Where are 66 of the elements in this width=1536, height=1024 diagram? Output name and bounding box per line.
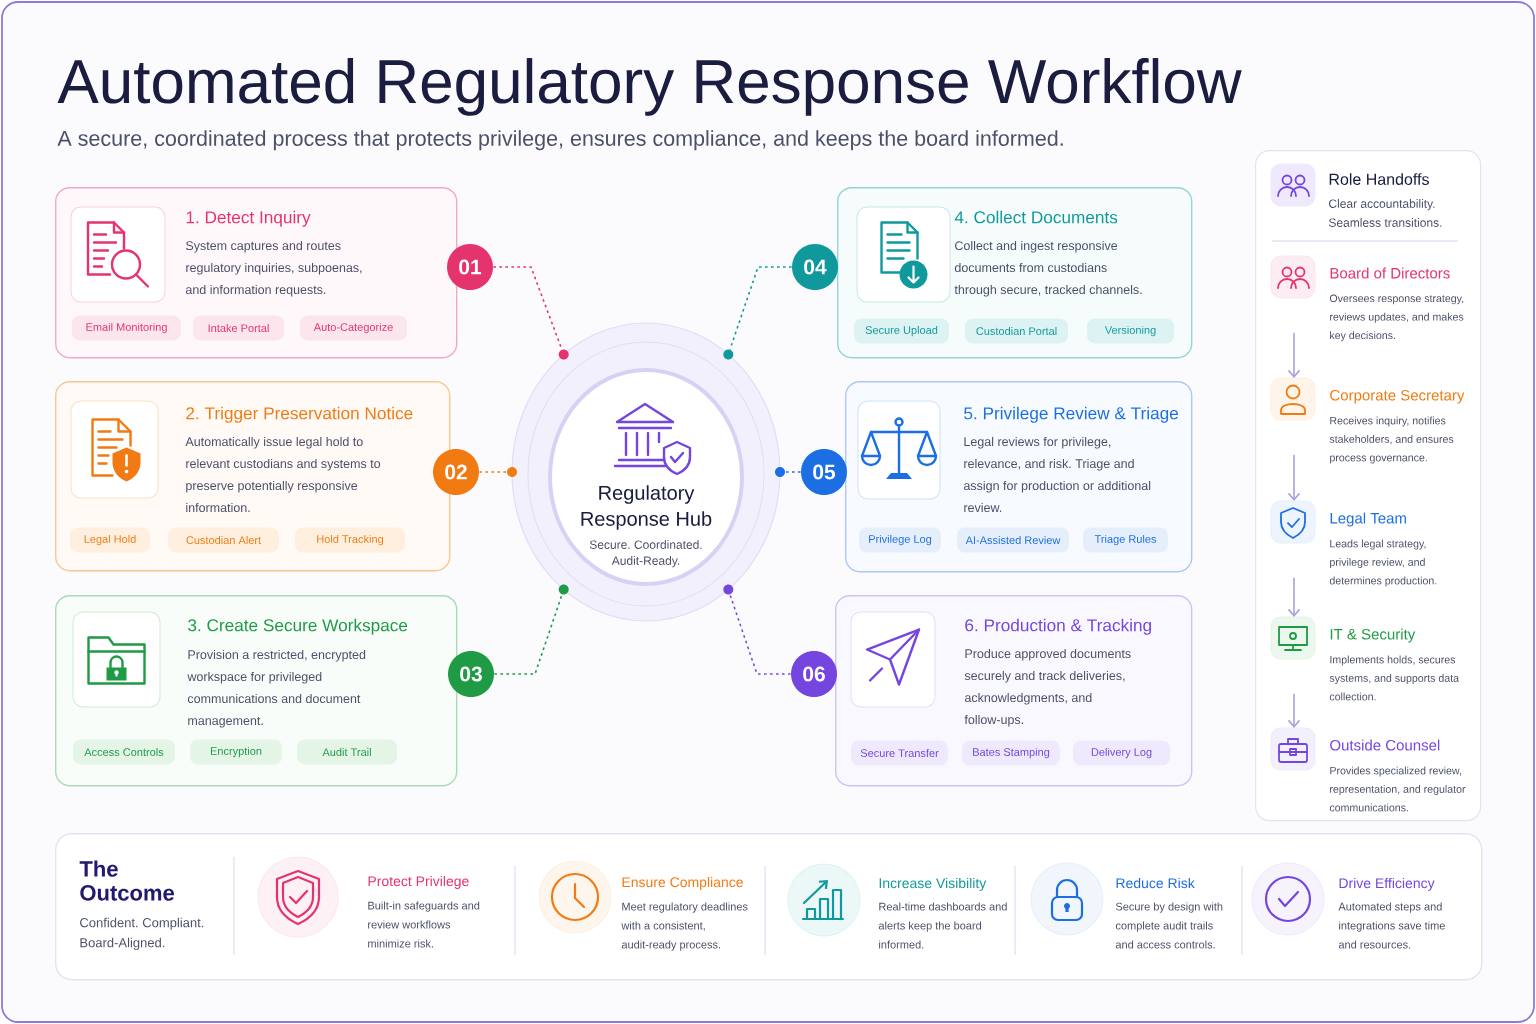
card-title: 2. Trigger Preservation Notice bbox=[186, 406, 413, 423]
card-title: 4. Collect Documents bbox=[954, 210, 1118, 224]
benefit-title: Reduce Risk bbox=[1116, 877, 1195, 889]
benefit-title: Increase Visibility bbox=[879, 877, 987, 891]
card-description: System captures and routes regulatory inquiries, subpoenas, and information requests. bbox=[185, 240, 362, 297]
number-badge: 06 bbox=[791, 651, 837, 697]
card-title: 3. Create Secure Workspace bbox=[188, 618, 408, 635]
title: Automated Regulatory Response Workflow bbox=[57, 58, 1242, 116]
role-title: Outside Counsel bbox=[1330, 739, 1440, 751]
tag-pill: Custodian Alert bbox=[168, 527, 279, 553]
arrow bbox=[1287, 454, 1301, 501]
role-title: Legal Team bbox=[1330, 512, 1406, 527]
panel-title: Role Handoffs bbox=[1329, 173, 1429, 185]
tag-pill: Custodian Portal bbox=[965, 318, 1068, 344]
card-description: Legal reviews for privilege, relevance, and risk. Triage and assign for production or additional review. bbox=[963, 436, 1151, 513]
benefit-description: Automated steps and integrations save time and resources. bbox=[1338, 902, 1445, 949]
role-description: Provides specialized review, representation, and regulator communications. bbox=[1329, 766, 1466, 812]
role-title: IT & Security bbox=[1330, 628, 1416, 643]
number-badge: 04 bbox=[792, 244, 838, 290]
role-title: Corporate Secretary bbox=[1330, 389, 1465, 404]
tag-pill: Audit Trail bbox=[297, 739, 397, 765]
card-description: Produce approved documents securely and track deliveries, acknowledgments, and follow-ups. bbox=[964, 648, 1131, 727]
number-badge: 02 bbox=[433, 449, 479, 495]
role-description: Oversees response strategy, reviews updates, and makes key decisions. bbox=[1329, 294, 1464, 342]
benefit-title: Protect Privilege bbox=[368, 875, 469, 889]
benefit-description: Meet regulatory deadlines with a consistent, audit-ready process. bbox=[621, 902, 748, 951]
arrow bbox=[1287, 332, 1301, 378]
outcome-title: The Outcome bbox=[79, 860, 174, 901]
dotted-connector bbox=[784, 471, 802, 473]
dotted-connector bbox=[478, 471, 508, 473]
role-title: Board of Directors bbox=[1330, 267, 1450, 279]
benefit-title: Drive Efficiency bbox=[1339, 877, 1435, 891]
tag-pill: Legal Hold bbox=[70, 527, 150, 553]
arrow bbox=[1287, 577, 1301, 617]
number-badge: 03 bbox=[448, 651, 494, 697]
tag-pill: Access Controls bbox=[73, 739, 175, 765]
benefit-title: Ensure Compliance bbox=[622, 876, 743, 890]
tag-pill: Email Monitoring bbox=[72, 315, 181, 341]
panel-description: Clear accountability. Seamless transitions. bbox=[1328, 199, 1442, 227]
benefit-description: Real-time dashboards and alerts keep the board informed. bbox=[878, 902, 1007, 949]
arrow bbox=[1287, 693, 1301, 728]
card-title: 5. Privilege Review & Triage bbox=[964, 406, 1178, 423]
card-description: Collect and ingest responsive documents from custodians through secure, tracked channels. bbox=[954, 240, 1142, 297]
hub-subtitle: Secure. Coordinated. Audit-Ready. bbox=[589, 540, 702, 568]
dotted-connector bbox=[493, 593, 563, 675]
hub-title: Regulatory Response Hub bbox=[581, 485, 712, 530]
tag-pill: Hold Tracking bbox=[295, 527, 405, 553]
benefit-description: Secure by design with complete audit trails and access controls. bbox=[1115, 902, 1223, 949]
tag-pill: AI-Assisted Review bbox=[957, 527, 1069, 553]
number-badge: 05 bbox=[801, 449, 847, 495]
role-description: Leads legal strategy, privilege review, and determines production. bbox=[1329, 539, 1437, 587]
card-description: Provision a restricted, encrypted workspace for privileged communications and document management. bbox=[187, 649, 366, 728]
card-title: 1. Detect Inquiry bbox=[186, 210, 311, 227]
role-description: Implements holds, secures systems, and supports data collection. bbox=[1329, 655, 1459, 701]
tag-pill: Encryption bbox=[190, 739, 282, 765]
outcome-tagline: Confident. Compliant. Board-Aligned. bbox=[80, 917, 204, 950]
number-badge: 01 bbox=[447, 244, 493, 290]
benefit-description: Built-in safeguards and review workflows minimize risk. bbox=[368, 901, 480, 948]
tag-pill: Privilege Log bbox=[859, 527, 941, 553]
subtitle: A secure, coordinated process that protects privilege, ensures compliance, and keeps the board informed. bbox=[57, 130, 1063, 151]
card-description: Automatically issue legal hold to relevant custodians and systems to preserve potentially responsive information. bbox=[185, 436, 381, 513]
role-description: Receives inquiry, notifies stakeholders, and ensures process governance. bbox=[1329, 416, 1454, 464]
tag-pill: Bates Stamping bbox=[962, 740, 1060, 766]
tag-pill: Auto-Categorize bbox=[300, 315, 407, 341]
dotted-connector bbox=[729, 593, 792, 675]
card-title: 6. Production & Tracking bbox=[965, 618, 1151, 635]
